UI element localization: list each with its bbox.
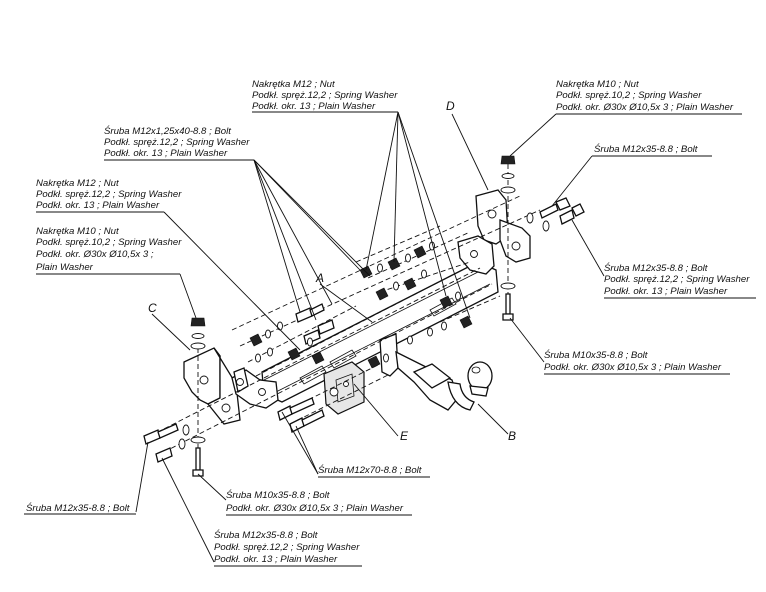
callout-nut-m12-top: Nakrętka M12 ; Nut Podkł. spręż.12,2 ; S… — [252, 79, 398, 113]
part-letter-c: C — [148, 301, 157, 315]
callout-bolt-m10x35-bottom: Śruba M10x35-8.8 ; Bolt Podkł. okr. Ø30x… — [226, 489, 412, 516]
callout-line: Podkł. spręż.10,2 ; Spring Washer — [556, 90, 702, 101]
callout-nut-m12-left: Nakrętka M12 ; Nut Podkł. spręż.12,2 ; S… — [36, 178, 182, 213]
callout-line: Śruba M12x1,25x40-8.8 ; Bolt — [104, 125, 231, 137]
callout-line: Podkł. spręż.12,2 ; Spring Washer — [604, 274, 750, 285]
callout-bolt-m10x35-right: Śruba M10x35-8.8 ; Bolt Podkł. okr. Ø30x… — [544, 349, 730, 375]
plate-a-right — [457, 235, 495, 275]
bracket-c — [183, 347, 241, 425]
callout-line: Śruba M12x35-8.8 ; Bolt — [26, 502, 130, 514]
callout-line: Nakrętka M10 ; Nut — [36, 226, 119, 237]
part-letter-d: D — [446, 99, 455, 113]
leader-lines — [135, 111, 605, 563]
callout-line: Podkł. okr. 13 ; Plain Washer — [36, 200, 160, 211]
callout-bolt-m12x35-left: Śruba M12x35-8.8 ; Bolt — [24, 502, 136, 515]
callout-line: Podkł. okr. 13 ; Plain Washer — [604, 286, 728, 297]
callout-line: Podkł. spręż.10,2 ; Spring Washer — [36, 237, 182, 248]
callout-line: Podkł. okr. 13 ; Plain Washer — [214, 554, 338, 565]
callout-line: Plain Washer — [36, 262, 94, 273]
callout-line: Podkł. spręż.12,2 ; Spring Washer — [36, 189, 182, 200]
callout-line: Podkł. okr. Ø30x Ø10,5x 3 ; — [36, 249, 154, 260]
bolt-row-long — [277, 353, 389, 433]
callout-line: Podkł. okr. 13 ; Plain Washer — [104, 148, 228, 159]
callout-line: Nakrętka M10 ; Nut — [556, 79, 639, 90]
bracket-d — [475, 189, 531, 263]
callout-line: Śruba M12x35-8.8 ; Bolt — [594, 143, 698, 155]
callout-line: Nakrętka M12 ; Nut — [252, 79, 335, 90]
callout-line: Podkł. okr. 13 ; Plain Washer — [252, 101, 376, 112]
callout-line: Podkł. okr. Ø30x Ø10,5x 3 ; Plain Washer — [226, 503, 404, 514]
callout-line: Śruba M10x35-8.8 ; Bolt — [226, 489, 330, 501]
callout-bolt-m12x70: Śruba M12x70-8.8 ; Bolt — [318, 464, 430, 478]
plate-a-left — [231, 367, 279, 409]
fasteners — [143, 155, 585, 477]
socket-plate-e — [323, 361, 365, 415]
callout-bolt-m12x125x40: Śruba M12x1,25x40-8.8 ; Bolt Podkł. sprę… — [104, 125, 254, 161]
callout-line: Śruba M12x35-8.8 ; Bolt — [604, 262, 708, 274]
callout-bolt-m12x35-right-top: Śruba M12x35-8.8 ; Bolt — [592, 143, 712, 157]
callout-line: Śruba M10x35-8.8 ; Bolt — [544, 349, 648, 361]
part-letter-a: A — [315, 271, 324, 285]
callout-nut-m10-top-right: Nakrętka M10 ; Nut Podkł. spręż.10,2 ; S… — [556, 79, 742, 115]
callout-line: Podkł. spręż.12,2 ; Spring Washer — [214, 542, 360, 553]
callout-line: Nakrętka M12 ; Nut — [36, 178, 119, 189]
callout-line: Śruba M12x35-8.8 ; Bolt — [214, 529, 318, 541]
callout-line: Podkł. okr. Ø30x Ø10,5x 3 ; Plain Washer — [544, 362, 722, 373]
callout-nut-m10-left: Nakrętka M10 ; Nut Podkł. spręż.10,2 ; S… — [36, 226, 182, 275]
callout-line: Śruba M12x70-8.8 ; Bolt — [318, 464, 422, 476]
bolt-row-middle — [249, 303, 335, 365]
callout-line: Podkł. spręż.12,2 ; Spring Washer — [104, 137, 250, 148]
nut-row-upper — [359, 241, 473, 345]
part-letter-b: B — [508, 429, 516, 443]
callout-bolt-m12x35-right: Śruba M12x35-8.8 ; Bolt Podkł. spręż.12,… — [604, 262, 756, 299]
tow-ball-b — [379, 333, 493, 411]
callout-bolt-m12x35-bottom: Śruba M12x35-8.8 ; Bolt Podkł. spręż.12,… — [214, 529, 362, 567]
callout-line: Podkł. okr. Ø30x Ø10,5x 3 ; Plain Washer — [556, 102, 734, 113]
part-letter-e: E — [400, 429, 409, 443]
callout-line: Podkł. spręż.12,2 ; Spring Washer — [252, 90, 398, 101]
